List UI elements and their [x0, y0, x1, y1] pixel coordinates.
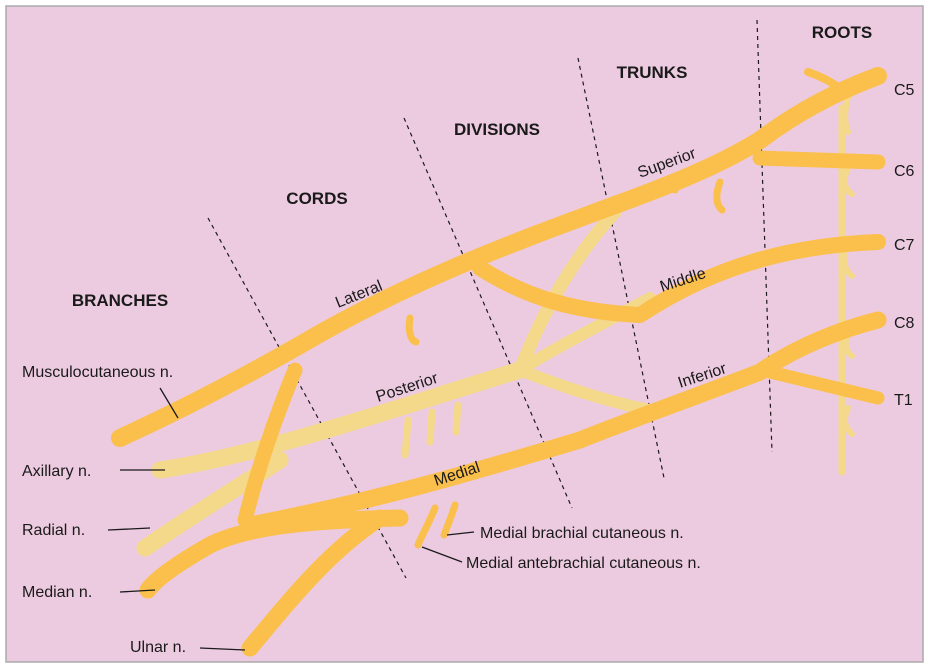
posterior-cord-branch-2: [430, 412, 432, 442]
header-cords: CORDS: [286, 189, 347, 208]
branch-label-radial: Radial n.: [22, 522, 85, 539]
c6-root: [760, 158, 878, 162]
branch-label-musculocutaneous: Musculocutaneous n.: [22, 364, 173, 381]
posterior-cord-branch-1: [405, 420, 408, 455]
branch-label-ulnar: Ulnar n.: [130, 639, 186, 656]
branch-label-medial-brachial: Medial brachial cutaneous n.: [480, 525, 684, 542]
root-label-c6: C6: [894, 163, 915, 180]
branch-label-axillary: Axillary n.: [22, 463, 91, 480]
diagram-background: [6, 6, 923, 662]
root-label-c7: C7: [894, 237, 915, 254]
header-divisions: DIVISIONS: [454, 120, 540, 139]
superior-trunk-stub: [675, 178, 680, 190]
header-roots: ROOTS: [812, 23, 872, 42]
root-label-t1: T1: [894, 392, 913, 409]
root-label-c5: C5: [894, 82, 915, 99]
header-branches: BRANCHES: [72, 291, 168, 310]
branch-label-median: Median n.: [22, 584, 92, 601]
branch-label-medial-antebrachial: Medial antebrachial cutaneous n.: [466, 555, 701, 572]
posterior-cord-branch-3: [456, 405, 458, 432]
root-label-c8: C8: [894, 315, 915, 332]
header-trunks: TRUNKS: [617, 63, 688, 82]
